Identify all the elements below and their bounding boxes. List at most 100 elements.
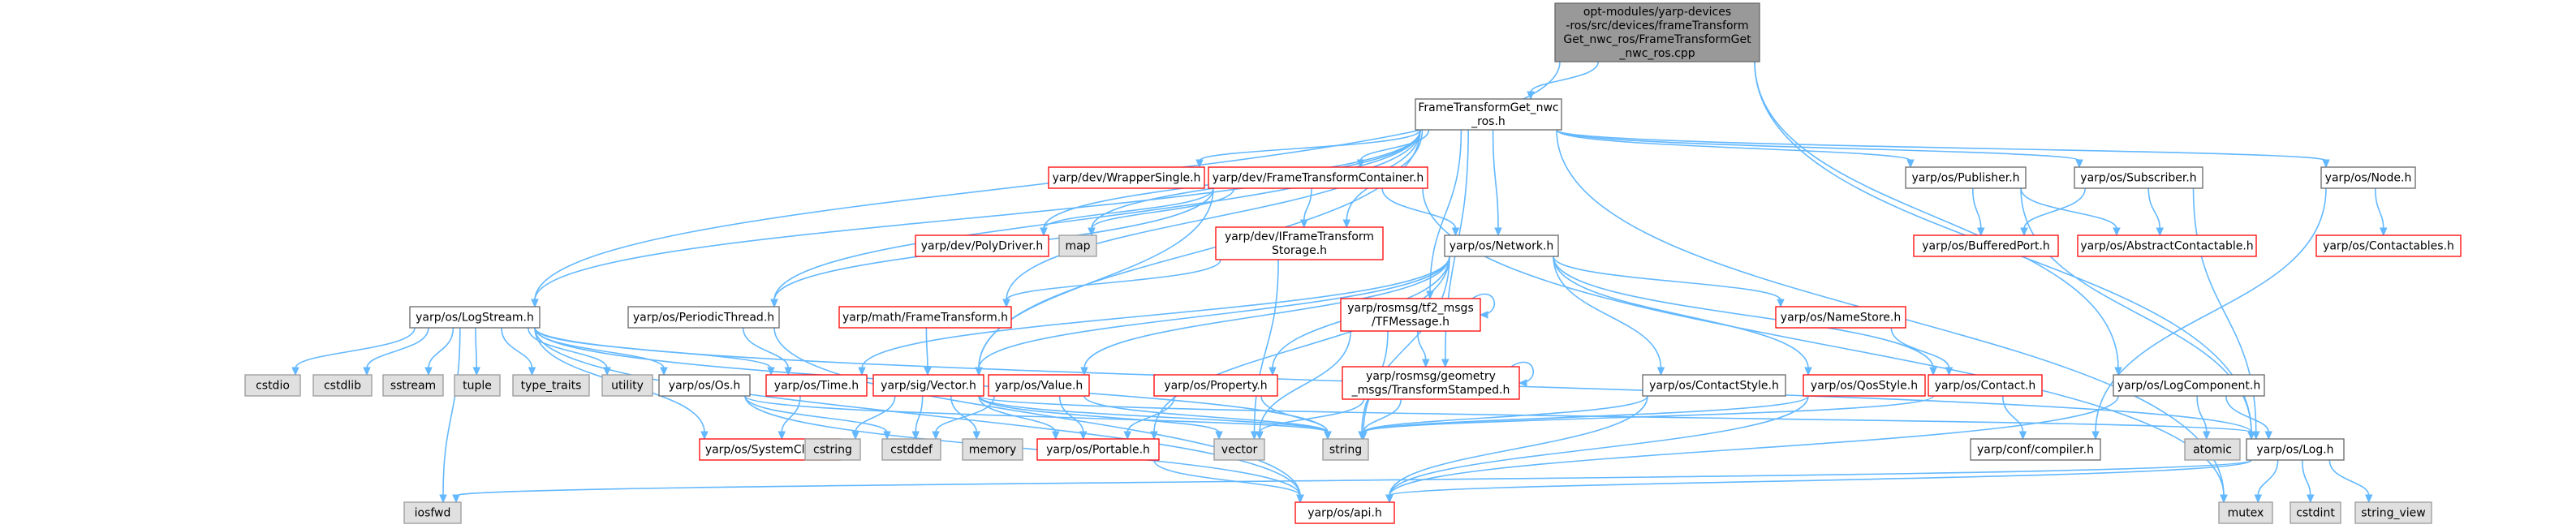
dependency-edge-ftcontainer-to-map [1091,187,1235,230]
node-box [988,374,1090,397]
dependency-edge-logstream-to-cstdlib [366,327,429,369]
graph-node-namestore[interactable]: yarp/os/NameStore.h [1775,306,1906,329]
graph-node-memory: memory [962,438,1023,461]
graph-node-contactables[interactable]: yarp/os/Contactables.h [2315,234,2462,257]
edge-arrowhead [452,494,460,504]
edge-arrowhead [1088,227,1096,237]
graph-node-value[interactable]: yarp/os/Value.h [988,374,1090,397]
node-label-line: utility [611,380,644,393]
edge-arrowhead [1296,494,1304,504]
dependency-edge-ftcontainer-to-sigvector [978,187,1214,369]
node-label-line: yarp/os/Log.h [2256,444,2333,457]
node-box [601,374,653,397]
dependency-edge-log-to-mutex [2257,459,2279,497]
graph-node-abstractcontactable[interactable]: yarp/os/AbstractContactable.h [2077,234,2257,257]
node-box [1970,438,2101,461]
node-box [1294,501,1395,524]
graph-node-time[interactable]: yarp/os/Time.h [765,374,868,397]
node-box [512,374,590,397]
dependency-edge-ftget_h-to-wrappersingle [1199,129,1421,161]
edge-arrowhead [1518,379,1527,387]
dependency-edge-logstream-to-sstream [428,327,454,369]
graph-node-atomic: atomic [2184,438,2241,461]
dependency-edge-os_os-to-string [744,395,1329,433]
graph-node-vector: vector [1213,438,1265,461]
edge-arrowhead [424,367,433,376]
edge-arrowhead [439,494,447,504]
node-label-line: yarp/dev/PolyDriver.h [921,240,1044,253]
graph-node-compiler[interactable]: yarp/conf/compiler.h [1970,438,2101,461]
node-label-line: yarp/os/PeriodicThread.h [633,312,774,325]
dependency-edge-sigvector-to-cstddef [915,395,924,433]
edge-arrowhead [2364,494,2373,504]
node-label-line: _msgs/TransformStamped.h [1351,384,1510,397]
node-box [962,438,1023,461]
edge-arrowhead [924,367,932,376]
node-box [1928,374,2043,397]
dependency-edge-periodicthread-to-time [742,327,790,369]
node-label-line: yarp/os/Subscriber.h [2080,172,2196,185]
graph-node-contact[interactable]: yarp/os/Contact.h [1928,374,2043,397]
graph-node-property[interactable]: yarp/os/Property.h [1153,374,1278,397]
graph-node-ftcontainer[interactable]: yarp/dev/FrameTransformContainer.h [1208,166,1428,189]
graph-node-qosstyle[interactable]: yarp/os/QosStyle.h [1803,374,1926,397]
node-label-line: atomic [2193,444,2232,457]
dependency-edge-namestore-to-contact [1890,327,1950,369]
edge-arrowhead [1385,494,1394,504]
dependency-edge-property-to-string [1260,395,1329,433]
node-label-line: yarp/os/ContactStyle.h [1649,380,1779,393]
graph-node-subscriber[interactable]: yarp/os/Subscriber.h [2074,166,2203,189]
graph-node-mathft[interactable]: yarp/math/FrameTransform.h [838,306,1012,329]
dependency-edge-node-to-compiler [2095,187,2327,433]
graph-node-network[interactable]: yarp/os/Network.h [1444,234,1559,257]
node-box [838,306,1012,329]
node-box [2315,234,2462,257]
dependency-edge-node-to-contactables [2374,187,2384,230]
graph-node-periodicthread[interactable]: yarp/os/PeriodicThread.h [627,306,780,329]
edge-arrowhead [1804,367,1812,376]
edge-arrowhead [2075,159,2083,169]
edge-arrowhead [1494,227,1502,237]
graph-node-sigvector[interactable]: yarp/sig/Vector.h [872,374,984,397]
dependency-edge-periodicthread-to-api [773,327,1301,497]
node-label-line: tuple [463,380,492,393]
edge-arrowhead [770,299,778,308]
graph-node-log[interactable]: yarp/os/Log.h [2246,438,2345,461]
graph-node-ftget_h[interactable]: FrameTransformGet_nwc_ros.h [1415,98,1562,131]
dependency-edge-qosstyle-to-api [1389,395,1809,497]
graph-node-bufferedport[interactable]: yarp/os/BufferedPort.h [1913,234,2059,257]
graph-node-string: string [1322,438,1369,461]
edge-arrowhead [1929,367,1937,376]
graph-node-transformstamped[interactable]: yarp/rosmsg/geometry_msgs/TransformStamp… [1342,366,1520,400]
graph-node-os_os[interactable]: yarp/os/Os.h [658,374,751,397]
node-label-line: FrameTransformGet_nwc [1418,101,1558,114]
node-box [1322,438,1369,461]
node-label-line: yarp/os/api.h [1307,507,1381,520]
graph-node-logstream[interactable]: yarp/os/LogStream.h [409,306,541,329]
graph-node-cstdlib: cstdlib [312,374,373,397]
graph-node-portable[interactable]: yarp/os/Portable.h [1036,438,1160,461]
node-box [1415,98,1562,131]
dependency-edge-tfmessage-to-transformstamped [1416,330,1427,361]
graph-node-node[interactable]: yarp/os/Node.h [2320,166,2416,189]
graph-node-tfmessage[interactable]: yarp/rosmsg/tf2_msgs/TFMessage.h [1340,298,1481,332]
dependency-edge-mathft-to-sigvector [925,327,928,369]
graph-node-publisher[interactable]: yarp/os/Publisher.h [1905,166,2027,189]
dependency-edge-iftstorage-to-vector [1253,259,1279,433]
graph-node-api[interactable]: yarp/os/api.h [1294,501,1395,524]
dependency-edge-logstream-to-api [534,327,1301,497]
graph-node-contactstyle[interactable]: yarp/os/ContactStyle.h [1642,374,1786,397]
node-label-line: yarp/os/Publisher.h [1911,172,2019,185]
dependency-edge-root-to-logcomponent [1754,61,2119,369]
dependency-edge-os_os-to-cstddef [744,395,888,433]
graph-node-wrappersingle[interactable]: yarp/dev/WrapperSingle.h [1048,166,1205,189]
graph-node-logcomponent[interactable]: yarp/os/LogComponent.h [2113,374,2265,397]
dependency-edge-network-to-contact [1553,256,1934,369]
node-box [765,374,868,397]
edge-arrowhead [2202,431,2211,441]
dependency-edge-ftget_h-to-publisher [1556,129,1911,161]
node-label-line: sstream [390,380,436,393]
graph-node-polydriver[interactable]: yarp/dev/PolyDriver.h [915,234,1049,257]
node-label-line: yarp/dev/IFrameTransform [1225,230,1374,243]
